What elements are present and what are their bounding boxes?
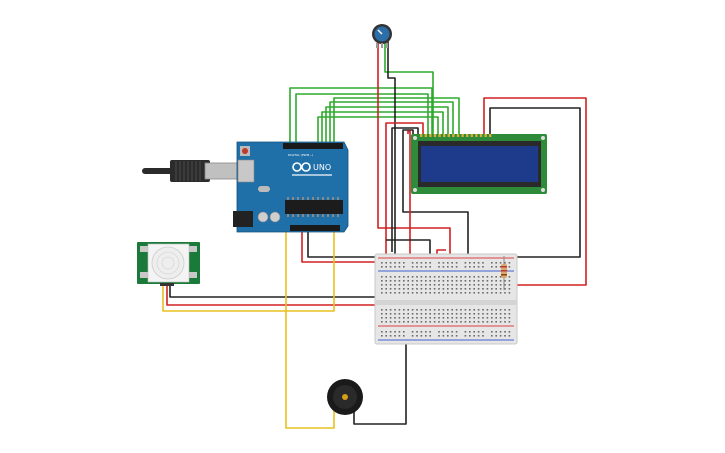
usb-cable[interactable] (142, 160, 246, 182)
wire-green-5[interactable] (325, 106, 449, 145)
breadboard[interactable] (374, 253, 518, 345)
lcd-display[interactable] (411, 134, 547, 194)
wire-red-lcd-top[interactable] (483, 97, 587, 286)
wire-black-lcd-a[interactable] (391, 127, 419, 252)
wire-green-2[interactable] (295, 93, 429, 145)
pir-motion-sensor[interactable] (137, 242, 200, 286)
piezo-buzzer[interactable] (327, 379, 363, 415)
wire-green-6[interactable] (329, 101, 454, 145)
wire-green-pot[interactable] (384, 40, 434, 134)
wire-red-lcd-a[interactable] (385, 122, 424, 262)
resistor[interactable] (501, 256, 507, 290)
arduino-brand-label: UNO (313, 163, 331, 172)
arduino-logo-icon (292, 162, 311, 172)
wire-green-1[interactable] (289, 87, 433, 145)
wire-black-lcd-top[interactable] (489, 107, 581, 258)
wire-black-gnd[interactable] (307, 230, 431, 258)
potentiometer[interactable] (372, 24, 392, 48)
wire-black-pot[interactable] (387, 40, 396, 262)
wire-black-buzzer[interactable] (353, 332, 407, 425)
arduino-header-label: DIGITAL (PWM~) (288, 153, 313, 157)
wire-black-lcd-b[interactable] (402, 129, 469, 262)
wire-red-pot[interactable] (377, 40, 451, 262)
wire-black-pir[interactable] (169, 262, 407, 298)
wire-green-7[interactable] (333, 97, 460, 145)
arduino-uno[interactable]: DIGITAL (PWM~) UNO (142, 141, 349, 233)
wire-green-4[interactable] (321, 111, 444, 145)
wire-yellow-pir[interactable] (162, 230, 335, 312)
wire-red-lcd-b[interactable] (407, 130, 411, 262)
